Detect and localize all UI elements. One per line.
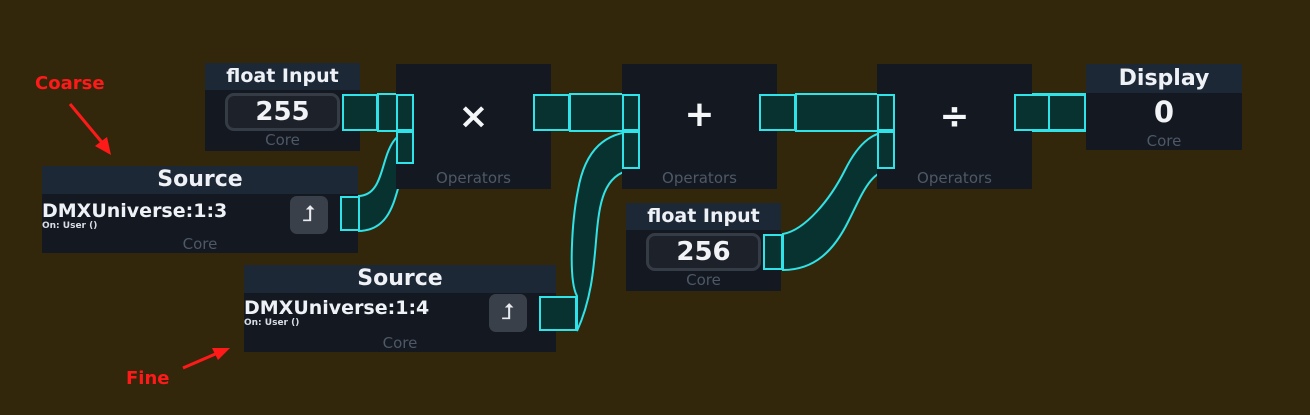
- display-node[interactable]: Display 0 Core: [1086, 64, 1242, 150]
- output-port[interactable]: [342, 94, 378, 131]
- input-port-b[interactable]: [396, 131, 414, 164]
- output-port[interactable]: [539, 296, 577, 331]
- source-subtitle: On: User (): [244, 318, 300, 328]
- node-category: Core: [1146, 132, 1182, 150]
- output-port[interactable]: [1014, 94, 1050, 131]
- source-select-button[interactable]: ⮥: [489, 294, 527, 332]
- float-input-node-1[interactable]: float Input 255 Core: [205, 63, 360, 151]
- node-category: Core: [182, 235, 218, 253]
- node-title: Source: [244, 265, 556, 293]
- source-select-button[interactable]: ⮥: [290, 196, 328, 234]
- input-port-a[interactable]: [396, 94, 414, 131]
- add-icon: +: [684, 94, 715, 135]
- source-node-coarse[interactable]: Source DMXUniverse:1:3 On: User () ⮥ Cor…: [42, 166, 358, 253]
- source-node-fine[interactable]: Source DMXUniverse:1:4 On: User () ⮥ Cor…: [244, 265, 556, 352]
- node-category: Core: [265, 131, 300, 149]
- node-category: Operators: [662, 169, 737, 187]
- multiply-operator-node[interactable]: × Operators: [396, 64, 551, 189]
- add-operator-node[interactable]: + Operators: [622, 64, 777, 189]
- float-value-field[interactable]: 255: [225, 93, 340, 131]
- input-port-b[interactable]: [877, 131, 895, 169]
- input-port-a[interactable]: [622, 94, 640, 131]
- output-port[interactable]: [759, 94, 796, 131]
- multiply-icon: ×: [458, 96, 489, 137]
- node-title: float Input: [205, 63, 360, 90]
- input-port-a[interactable]: [877, 94, 895, 131]
- output-port[interactable]: [340, 196, 360, 231]
- source-subtitle: On: User (): [42, 221, 98, 231]
- arrow-icon: [68, 103, 111, 155]
- float-value-field[interactable]: 256: [646, 233, 761, 271]
- float-input-node-2[interactable]: float Input 256 Core: [626, 203, 781, 291]
- node-category: Core: [382, 334, 418, 352]
- node-title: Display: [1086, 64, 1242, 93]
- divide-icon: ÷: [939, 96, 970, 137]
- node-title: float Input: [626, 203, 781, 230]
- annotation-coarse: Coarse: [35, 73, 105, 94]
- annotation-fine: Fine: [126, 368, 170, 389]
- node-title: Source: [42, 166, 358, 194]
- display-value: 0: [1153, 95, 1175, 129]
- node-category: Operators: [436, 169, 511, 187]
- source-value: DMXUniverse:1:4: [244, 297, 430, 319]
- input-port[interactable]: [1050, 94, 1086, 131]
- node-category: Operators: [917, 169, 992, 187]
- output-port[interactable]: [763, 234, 783, 270]
- source-value: DMXUniverse:1:3: [42, 200, 228, 222]
- node-category: Core: [686, 271, 721, 289]
- output-port[interactable]: [533, 94, 570, 131]
- arrow-icon: [182, 348, 230, 370]
- divide-operator-node[interactable]: ÷ Operators: [877, 64, 1032, 189]
- input-port-b[interactable]: [622, 131, 640, 169]
